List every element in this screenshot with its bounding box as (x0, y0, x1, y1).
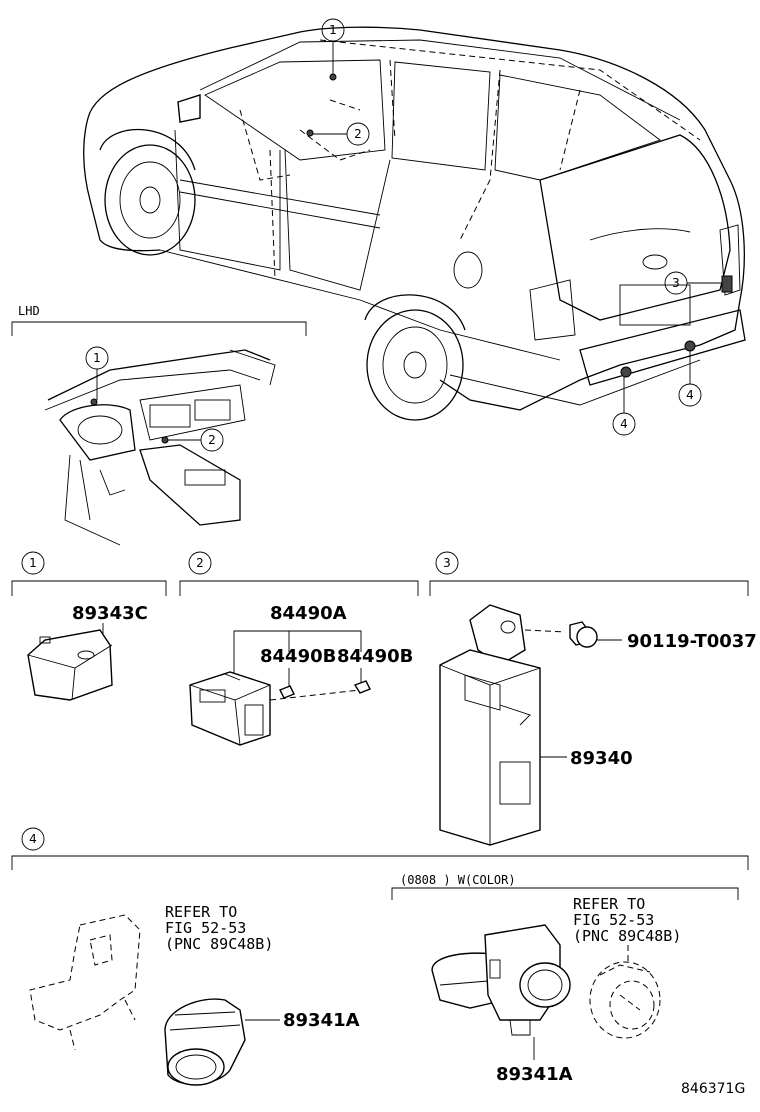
part-89341a-left: 89341A (283, 1010, 360, 1031)
svg-text:4: 4 (686, 388, 694, 402)
svg-text:4: 4 (29, 832, 37, 846)
sensor-89343c-drawing (27, 629, 113, 701)
callout-3-rear-ecu: 3 (664, 271, 722, 295)
svg-text:1: 1 (329, 23, 337, 37)
svg-text:3: 3 (672, 276, 680, 290)
part-90119-t0037: 90119-T0037 (627, 631, 757, 652)
refer-left-line3: (PNC 89C48B) (165, 935, 273, 953)
bracket-left-drawing (29, 914, 141, 1051)
section-1: 1 89343C (11, 551, 167, 701)
callout-2-console: 2 (312, 122, 370, 146)
svg-text:2: 2 (354, 127, 362, 141)
refer-right-line3: (PNC 89C48B) (573, 927, 681, 945)
part-84490a: 84490A (270, 603, 347, 624)
callout-1-roof: 1 (321, 18, 345, 75)
refer-right-line2: FIG 52-53 (573, 911, 654, 929)
section-4: 4 REFER TO FIG 52-53 (PNC 89C48B) 89341A… (11, 827, 749, 1086)
vehicle-illustration (83, 26, 746, 421)
svg-text:3: 3 (443, 556, 451, 570)
refer-left-line2: FIG 52-53 (165, 919, 246, 937)
sensor-89341a-left-drawing (164, 998, 246, 1086)
sensor-89341a-right-drawing (431, 924, 571, 1036)
variant-label: (0808 ) W(COLOR) (400, 873, 516, 887)
ecu-89340-drawing (439, 604, 622, 846)
refer-right-line1: REFER TO (573, 895, 645, 913)
lhd-label: LHD (18, 304, 40, 318)
section-3: 3 90119-T0037 89340 (429, 551, 757, 846)
callout-4-right-sensor: 4 (678, 350, 702, 407)
part-89341a-right: 89341A (496, 1064, 573, 1085)
svg-text:2: 2 (196, 556, 204, 570)
part-84490b-right: 84490B (337, 646, 413, 667)
svg-text:2: 2 (208, 433, 216, 447)
svg-text:1: 1 (93, 351, 101, 365)
svg-text:4: 4 (620, 417, 628, 431)
svg-text:1: 1 (29, 556, 37, 570)
refer-left-line1: REFER TO (165, 903, 237, 921)
callout-1-lhd: 1 (85, 346, 109, 400)
switch-84490a-drawing (189, 671, 371, 746)
callout-4-left-sensor: 4 (612, 376, 636, 436)
part-89340: 89340 (570, 748, 633, 769)
part-84490b-left: 84490B (260, 646, 336, 667)
lhd-inset: LHD (11, 304, 307, 546)
section-2: 2 84490A 84490B 84490B (179, 551, 419, 746)
figure-id: 846371G (681, 1081, 745, 1097)
bezel-right-drawing (589, 945, 661, 1039)
part-89343c: 89343C (72, 603, 148, 624)
callout-2-lhd: 2 (168, 428, 224, 452)
